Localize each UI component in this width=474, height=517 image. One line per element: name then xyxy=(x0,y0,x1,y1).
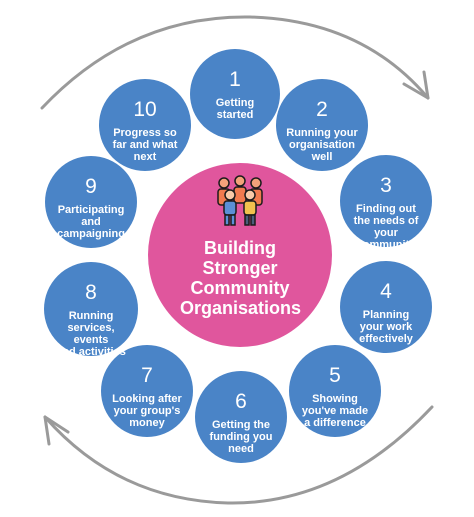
step-label-line: effectively xyxy=(359,332,413,345)
step-label-line: Running your xyxy=(286,127,358,139)
bottom-arc-arrow-icon xyxy=(43,405,434,505)
step-label-line: Finding out xyxy=(356,203,416,215)
step-label-line: and xyxy=(81,215,101,228)
center-circle: Building Stronger Community Organisation… xyxy=(148,163,332,347)
step-label-line: started xyxy=(216,108,254,121)
step-number: 10 xyxy=(133,98,157,121)
step-5-circle: 5 Showing you've made a difference xyxy=(289,345,381,437)
step-label: Looking after your group's money xyxy=(102,393,192,430)
center-title: Building Stronger Community Organisation… xyxy=(180,238,302,319)
step-number: 6 xyxy=(235,390,247,413)
step-label: Progress so far and what next xyxy=(103,127,188,164)
step-label-line: Progress so xyxy=(113,127,177,139)
step-number: 2 xyxy=(316,98,328,121)
step-7-circle: 7 Looking after your group's money xyxy=(101,345,193,437)
step-label-line: your xyxy=(374,226,398,239)
step-label: Getting the funding you need xyxy=(200,419,283,456)
step-label-line: Running xyxy=(68,310,114,322)
step-4-circle: 4 Planning your work effectively xyxy=(340,261,432,353)
step-label-line: and activities xyxy=(56,345,126,358)
step-number: 8 xyxy=(85,281,97,304)
step-label: Planning your work effectively xyxy=(349,309,423,346)
step-label-line: Participating xyxy=(57,204,125,216)
step-10-circle: 10 Progress so far and what next xyxy=(99,79,191,171)
center-title-line: Building xyxy=(204,238,276,258)
step-8-circle: 8 Running services, events and activitie… xyxy=(44,262,138,369)
step-label-line: Planning xyxy=(362,309,410,321)
step-3-circle: 3 Finding out the needs of your communit… xyxy=(340,155,432,251)
step-number: 7 xyxy=(141,364,153,387)
people-group-icon xyxy=(212,175,268,232)
step-label: Running services, events and activities … xyxy=(44,310,138,370)
step-label-line: services, events xyxy=(67,321,115,346)
step-label-line: a difference xyxy=(304,416,366,429)
step-label-line: the needs of xyxy=(353,214,419,227)
step-label: Finding out the needs of your community xyxy=(344,203,429,252)
step-label-line: money xyxy=(129,416,165,429)
step-label-line: your group's xyxy=(113,404,181,417)
center-title-line: Stronger xyxy=(202,258,278,279)
step-label-line: Getting xyxy=(215,97,255,109)
step-label-line: Looking after xyxy=(112,393,182,405)
top-arrowhead-icon xyxy=(402,70,430,100)
step-label-line: Getting the xyxy=(211,419,271,431)
step-2-circle: 2 Running your organisation well xyxy=(276,79,368,171)
step-1-circle: 1 Getting started xyxy=(190,49,280,139)
top-arc-arrow-icon xyxy=(40,15,430,110)
step-label-line: you've made xyxy=(301,404,369,417)
step-number: 1 xyxy=(229,68,241,91)
step-label-line: safely xyxy=(75,357,107,370)
step-label-line: Showing xyxy=(312,393,358,405)
step-label: Getting started xyxy=(206,97,265,122)
step-number: 3 xyxy=(380,174,392,197)
step-6-circle: 6 Getting the funding you need xyxy=(195,371,287,463)
center-title-line: Community xyxy=(190,278,290,299)
step-number: 9 xyxy=(85,175,97,198)
step-number: 5 xyxy=(329,364,341,387)
center-title-line: Organisations xyxy=(180,298,302,319)
step-label-line: your work xyxy=(359,320,413,333)
step-label-line: organisation xyxy=(288,138,355,151)
step-9-circle: 9 Participating and campaigning xyxy=(45,156,137,248)
bottom-arrowhead-icon xyxy=(43,415,70,446)
step-label-line: next xyxy=(133,150,157,163)
step-label-line: funding you xyxy=(209,430,273,443)
step-label-line: community xyxy=(356,238,416,251)
step-number: 4 xyxy=(380,280,392,303)
step-label-line: need xyxy=(228,442,254,455)
step-label: Participating and campaigning xyxy=(47,204,135,241)
step-label-line: well xyxy=(311,150,333,163)
step-label-line: campaigning xyxy=(57,227,125,240)
step-label: Showing you've made a difference xyxy=(292,393,378,430)
step-label: Running your organisation well xyxy=(276,127,368,164)
step-label-line: far and what xyxy=(112,138,178,151)
